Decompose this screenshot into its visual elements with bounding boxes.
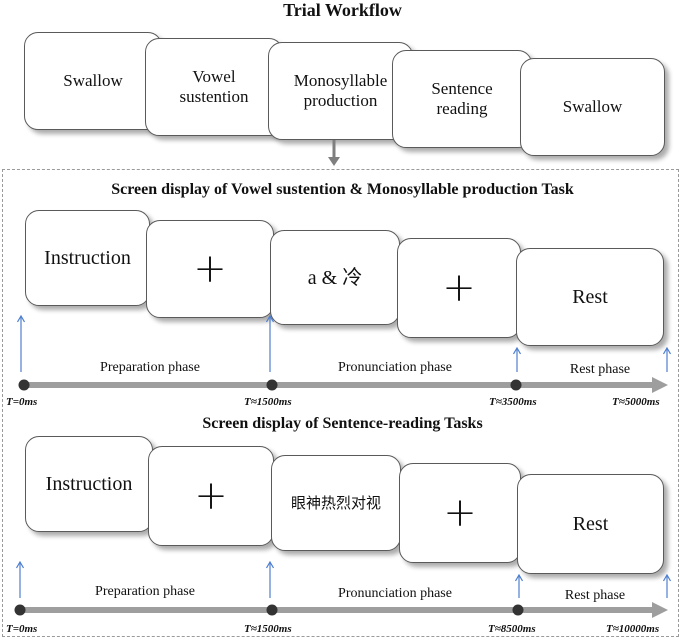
sentence-phase-preparation: Preparation phase [95,584,195,599]
vowel-tick-1: T≈1500ms [244,396,292,408]
sentence-tick-1: T≈1500ms [244,623,292,635]
vowel-screen-instruction: Instruction [25,210,150,306]
sentence-tick-2: T≈8500ms [488,623,536,635]
sentence-screen-rest: Rest [517,474,664,574]
screen-label: Instruction [45,473,133,495]
vowel-screen-fixation-1: + [146,220,274,318]
sentence-tick-0: T=0ms [6,623,38,635]
step-label: Swallow [562,96,623,116]
vowel-task-title: Screen display of Vowel sustention & Mon… [111,181,574,198]
screen-label: Rest [572,286,608,308]
sentence-screen-instruction: Instruction [25,436,153,532]
connector-arrow-head [328,157,340,166]
sentence-phase-rest: Rest phase [564,588,626,603]
fixation-cross: + [443,490,477,536]
step-label: Swallow [63,70,123,90]
step-label: Vowel sustention [179,66,249,106]
sentence-screen-fixation-1: + [148,446,274,546]
step-label: Sentence reading [431,78,493,118]
sentence-task-title: Screen display of Sentence-reading Tasks [202,415,483,432]
workflow-step-monosyllable-production: Monosyllable production [268,42,413,140]
screen-label: Rest [572,513,609,535]
fixation-cross: + [442,265,476,311]
vowel-time-marker-0 [18,379,30,391]
vowel-screen-stimulus: a & 冷 [270,230,400,325]
workflow-step-swallow-end: Swallow [520,58,665,156]
sentence-screen-stimulus: 眼神热烈对视 [271,455,401,551]
vowel-timeline-arrowhead [652,377,668,393]
sentence-time-marker-0 [14,604,26,616]
vowel-tick-2: T≈3500ms [489,396,537,408]
vowel-phase-preparation: Preparation phase [100,360,200,375]
sentence-time-marker-1 [266,604,278,616]
vowel-tick-3: T≈5000ms [612,396,660,408]
diagram-title: Trial Workflow [283,0,402,20]
stimulus-text: a & 冷 [307,266,363,289]
sentence-tick-3: T≈10000ms [606,623,660,635]
vowel-phase-pronunciation: Pronunciation phase [338,360,452,375]
workflow-step-sentence-reading: Sentence reading [392,50,532,148]
sentence-screen-fixation-2: + [399,463,521,563]
sentence-timeline-arrowhead [652,602,668,618]
vowel-time-marker-2 [510,379,522,391]
vowel-phase-rest: Rest phase [569,362,631,377]
vowel-tick-0: T=0ms [6,396,38,408]
vowel-time-marker-1 [266,379,278,391]
fixation-cross: + [194,473,228,519]
fixation-cross: + [193,246,227,292]
vowel-screen-rest: Rest [516,248,664,346]
task-panel [2,169,679,637]
vowel-screen-fixation-2: + [397,238,521,338]
screen-label: Instruction [44,247,131,269]
step-label: Monosyllable production [293,70,388,110]
sentence-time-marker-2 [512,604,524,616]
stimulus-text: 眼神热烈对视 [290,494,381,512]
sentence-phase-pronunciation: Pronunciation phase [338,586,452,601]
